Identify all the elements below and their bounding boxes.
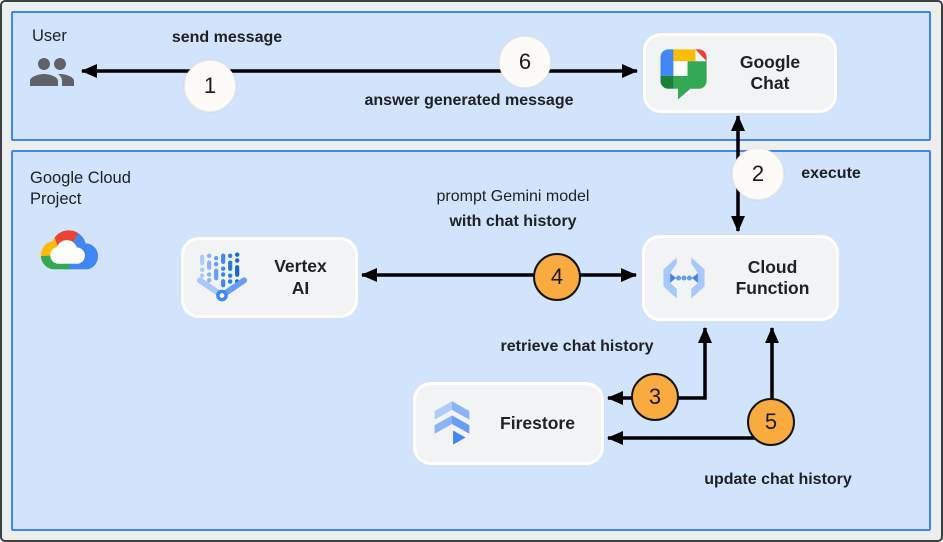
vertex-ai-icon: [194, 250, 250, 306]
google-chat-icon: [656, 46, 710, 100]
cloud-function-label-line2: Function: [735, 278, 810, 298]
firestore-icon: [426, 398, 478, 450]
gcp-zone-label-line2: Project: [30, 190, 82, 208]
label-answer-generated: answer generated message: [364, 92, 574, 109]
label-execute: execute: [801, 165, 861, 182]
node-cloud-function: Cloud Function: [642, 235, 839, 321]
step-circle-4: 4: [533, 253, 581, 301]
user-zone-label: User: [32, 27, 67, 45]
google-chat-label: Google Chat: [716, 52, 824, 95]
vertex-ai-label-line2: AI: [291, 277, 310, 298]
label-update-history: update chat history: [704, 471, 852, 488]
step-circle-1: 1: [184, 60, 236, 112]
vertex-ai-label: Vertex AI: [256, 256, 345, 299]
label-prompt-gemini-line1: prompt Gemini model: [436, 188, 590, 205]
cloud-function-icon: [655, 249, 713, 307]
user-people-icon: [28, 52, 76, 92]
step-circle-5: 5: [747, 398, 795, 446]
label-send-message: send message: [171, 29, 283, 46]
label-prompt-gemini-line2: with chat history: [449, 213, 577, 230]
node-google-chat: Google Chat: [643, 33, 837, 113]
firestore-label: Firestore: [500, 412, 575, 433]
cloud-function-label: Cloud Function: [719, 257, 826, 300]
google-chat-label-line1: Google: [739, 51, 801, 72]
vertex-ai-label-line1: Vertex: [274, 256, 327, 277]
gcp-zone-label: Google Cloud Project: [30, 168, 131, 210]
cloud-function-label-line1: Cloud: [747, 256, 798, 277]
google-cloud-logo-icon: [38, 228, 100, 277]
node-firestore: Firestore: [413, 382, 604, 465]
node-vertex-ai: Vertex AI: [181, 237, 358, 318]
step-circle-3: 3: [631, 373, 679, 421]
step-circle-2: 2: [732, 148, 784, 200]
google-chat-label-line2: Chat: [750, 73, 790, 93]
label-retrieve-history: retrieve chat history: [500, 338, 654, 355]
step-circle-6: 6: [499, 36, 551, 88]
gcp-zone-label-line1: Google Cloud: [30, 169, 131, 187]
